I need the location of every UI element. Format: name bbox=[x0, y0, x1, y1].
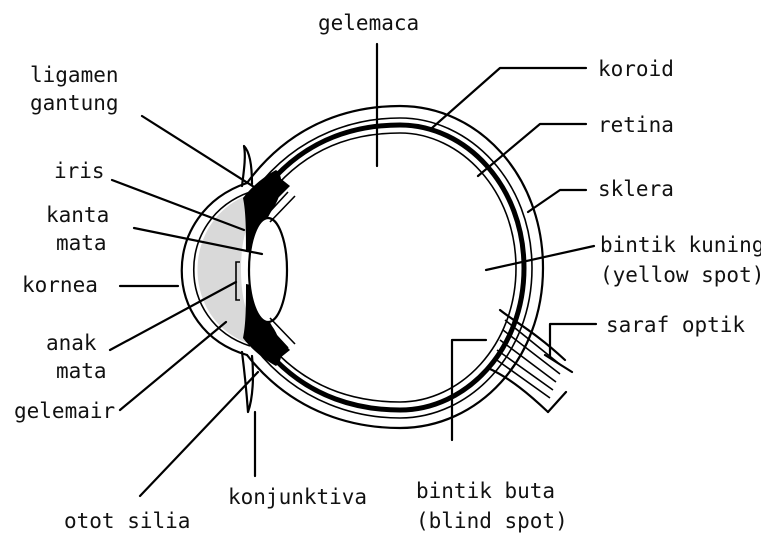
label-bintik-kuning-1: bintik kuning bbox=[600, 233, 761, 257]
leader-sklera bbox=[528, 190, 586, 212]
label-ligamen-gantung-1: ligamen bbox=[30, 63, 119, 87]
lens bbox=[249, 218, 287, 322]
optic-nerve bbox=[488, 310, 572, 412]
label-kanta-mata-1: kanta bbox=[46, 203, 109, 227]
label-kanta-mata-2: mata bbox=[56, 231, 107, 255]
label-konjunktiva: konjunktiva bbox=[228, 485, 367, 509]
label-kornea: kornea bbox=[22, 273, 98, 297]
label-anak-mata-1: anak bbox=[46, 331, 97, 355]
label-bintik-buta-2: (blind spot) bbox=[416, 509, 568, 533]
label-sklera: sklera bbox=[598, 177, 674, 201]
leader-bintik-buta bbox=[452, 340, 486, 440]
label-saraf-optik: saraf optik bbox=[606, 313, 745, 337]
label-otot-silia: otot silia bbox=[64, 509, 190, 533]
leader-bintik-kuning bbox=[486, 246, 594, 270]
label-bintik-kuning-2: (yellow spot) bbox=[600, 263, 761, 287]
label-ligamen-gantung-2: gantung bbox=[30, 91, 119, 115]
labels: gelemaca koroid ligamen gantung retina i… bbox=[14, 11, 761, 533]
choroid-band bbox=[268, 125, 524, 410]
label-gelemaca: gelemaca bbox=[318, 11, 419, 35]
label-gelemair: gelemair bbox=[14, 399, 115, 423]
leader-retina bbox=[478, 124, 586, 176]
label-koroid: koroid bbox=[598, 57, 674, 81]
label-iris: iris bbox=[54, 159, 105, 183]
label-retina: retina bbox=[598, 113, 674, 137]
label-bintik-buta-1: bintik buta bbox=[416, 479, 555, 503]
leader-otot-silia bbox=[140, 372, 258, 496]
leader-saraf-optik bbox=[550, 324, 596, 356]
label-anak-mata-2: mata bbox=[56, 359, 107, 383]
